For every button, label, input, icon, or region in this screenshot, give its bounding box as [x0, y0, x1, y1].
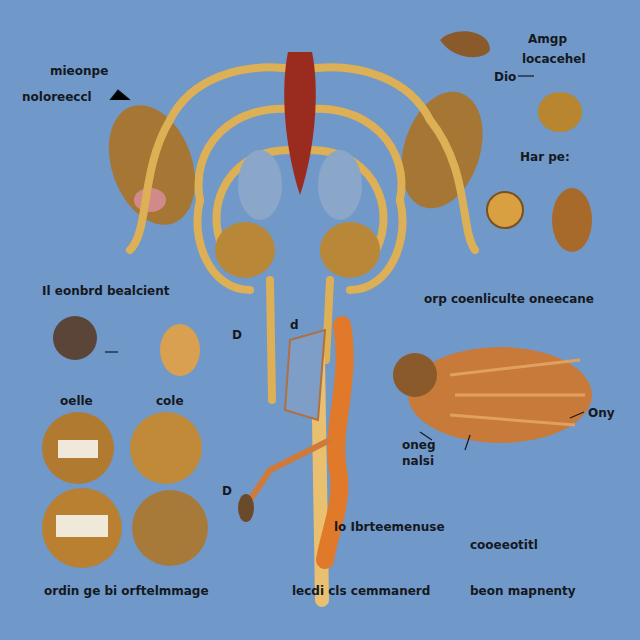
part-label: D [222, 484, 232, 498]
inner-organs [215, 222, 275, 278]
part-label: locacehel [522, 52, 586, 66]
rib-structure [430, 120, 475, 250]
spine-bone [285, 330, 325, 420]
part-label: nalsi [402, 454, 434, 468]
inner-organs [318, 150, 362, 220]
spine-bone [250, 440, 330, 500]
leader-line [105, 351, 118, 352]
inner-organs [238, 150, 282, 220]
part-label: noloreeccl [22, 90, 92, 104]
part-label: oneg [402, 438, 436, 452]
leader-line [465, 435, 470, 450]
top-right-specimens [440, 31, 490, 57]
bottom-left-specimens [42, 412, 114, 484]
spine-bone [238, 325, 345, 600]
leader-line [105, 76, 584, 450]
leader-line [570, 412, 584, 418]
part-label: Har pe: [520, 150, 570, 164]
part-label: cooeeotitl [470, 538, 538, 552]
part-label: beon mapnenty [470, 584, 576, 598]
bottom-left-specimens [42, 488, 122, 568]
leader-line [518, 75, 534, 76]
leader-line [110, 90, 130, 100]
bottom-left-specimens [160, 324, 200, 376]
part-label: orp coenliculte oneecane [424, 292, 594, 306]
part-label: lecdi cls cemmanerd [292, 584, 430, 598]
part-label: ordin ge bi orftelmmage [44, 584, 209, 598]
part-label: D [232, 328, 242, 342]
moth-specimen [408, 347, 592, 443]
moth-specimen [393, 347, 592, 443]
top-right-specimens [440, 31, 592, 252]
inner-organs [320, 222, 380, 278]
rib-structure [130, 120, 170, 250]
part-label: Ony [588, 406, 615, 420]
part-label: oelle [60, 394, 93, 408]
part-label: Il eonbrd bealcient [42, 284, 170, 298]
part-label: Amgp [528, 32, 567, 46]
part-label: mieonpe [50, 64, 108, 78]
moth-specimen [393, 353, 437, 397]
part-label: Dio [494, 70, 516, 84]
moth-specimen [450, 360, 585, 425]
spine-bone [238, 494, 254, 522]
top-right-specimens [487, 192, 523, 228]
inner-organs [215, 52, 380, 278]
bottom-left-specimens [42, 316, 208, 568]
bottom-left-specimens [132, 490, 208, 566]
bottom-left-specimens [58, 440, 98, 458]
top-right-specimens [552, 188, 592, 252]
top-right-specimens [538, 92, 582, 132]
rib-structure [270, 280, 272, 400]
bottom-left-specimens [130, 412, 202, 484]
bottom-left-specimens [56, 515, 108, 537]
bottom-left-specimens [53, 316, 97, 360]
part-label: d [290, 318, 299, 332]
inner-organs [284, 52, 316, 195]
rib-structure [326, 280, 330, 360]
part-label: lo Ibrteemenuse [334, 520, 445, 534]
part-label: cole [156, 394, 184, 408]
